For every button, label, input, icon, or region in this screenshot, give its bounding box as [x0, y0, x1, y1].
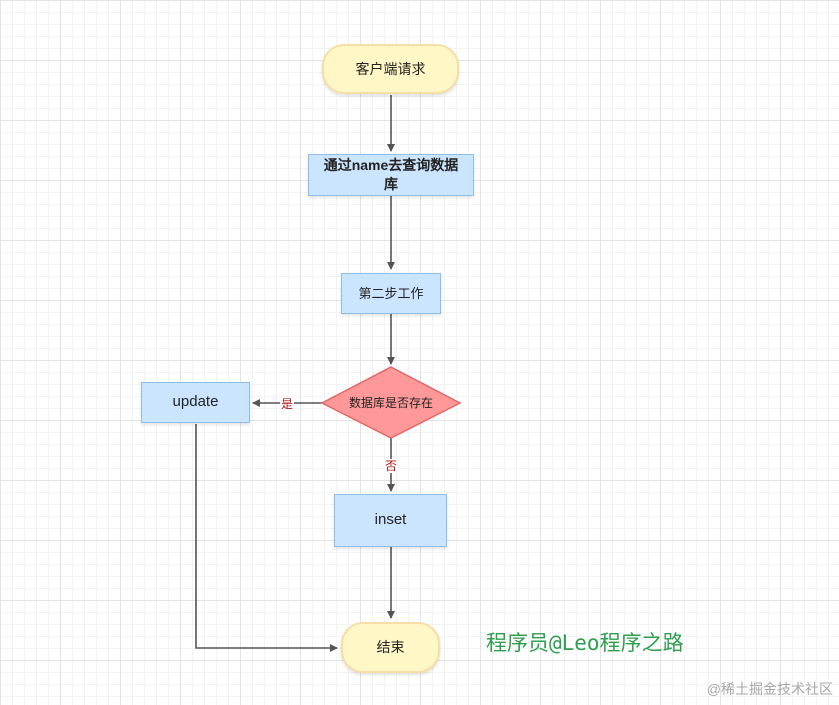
update-node: update	[141, 382, 250, 423]
decision-node: 数据库是否存在	[330, 393, 452, 413]
start-node: 客户端请求	[322, 44, 459, 94]
decision-label: 数据库是否存在	[348, 395, 433, 410]
end-node: 结束	[341, 622, 440, 673]
update-label: update	[172, 393, 219, 411]
query-database-node: 通过name去查询数据库	[308, 154, 474, 196]
insert-node: inset	[334, 494, 447, 547]
step-two-label: 第二步工作	[358, 285, 424, 301]
edge-label-yes: 是	[280, 397, 295, 411]
step-two-node: 第二步工作	[341, 273, 441, 314]
query-database-label: 通过name去查询数据库	[323, 157, 459, 192]
start-label: 客户端请求	[355, 60, 426, 77]
end-label: 结束	[376, 639, 405, 656]
edge-label-no: 否	[384, 459, 399, 473]
insert-label: inset	[374, 511, 407, 529]
source-credit: @稀土掘金技术社区	[706, 681, 833, 697]
arrow-update-to-end	[195, 424, 338, 652]
decision-diamond	[320, 366, 462, 439]
author-watermark: 程序员@Leo程序之路	[486, 631, 684, 655]
